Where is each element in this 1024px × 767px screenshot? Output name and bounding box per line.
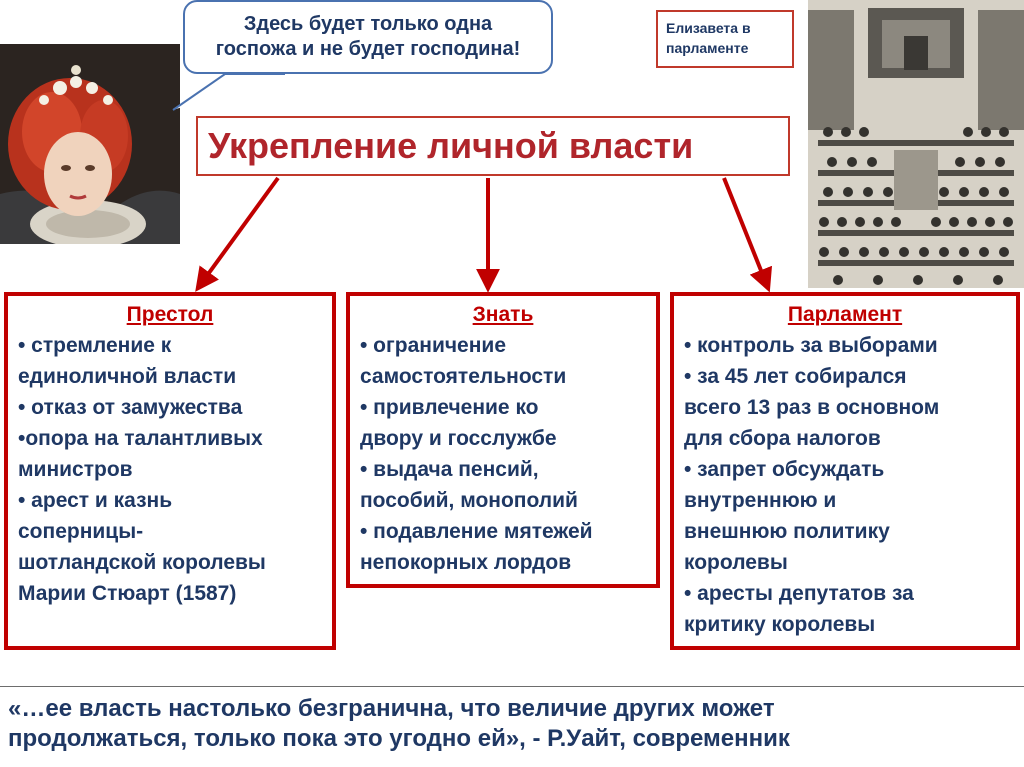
column-throne-body: • стремление к единоличной власти • отка… (18, 334, 266, 605)
portrait-elizabeth-image (0, 44, 180, 244)
column-nobility-body: • ограничение самостоятельности • привле… (360, 334, 593, 574)
column-parliament-body: • контроль за выборами • за 45 лет собир… (684, 334, 940, 636)
quote-divider (0, 686, 1024, 687)
arrow-to-throne (195, 176, 280, 292)
speech-bubble-line-1: Здесь будет только одна (243, 13, 493, 35)
diagram-title: Укрепление личной власти (196, 116, 790, 176)
parliament-engraving-image (808, 0, 1024, 288)
column-throne-heading: Престол (126, 303, 214, 326)
column-parliament: Парламент • контроль за выборами • за 45… (670, 292, 1020, 650)
column-nobility: Знать • ограничение самостоятельности • … (346, 292, 660, 588)
engraving-caption: Елизавета в парламенте (656, 10, 794, 68)
contemporary-quote: «…ее власть настолько безгранична, что в… (8, 695, 790, 752)
column-nobility-heading: Знать (472, 303, 534, 326)
column-parliament-heading: Парламент (787, 303, 903, 326)
arrow-to-parliament (722, 177, 773, 293)
speech-bubble-tail (172, 73, 285, 111)
speech-bubble: Здесь будет только одна госпожа и не буд… (183, 0, 553, 74)
speech-bubble-line-2: госпожа и не будет господина! (215, 38, 521, 60)
column-throne: Престол • стремление к единоличной власт… (4, 292, 336, 650)
